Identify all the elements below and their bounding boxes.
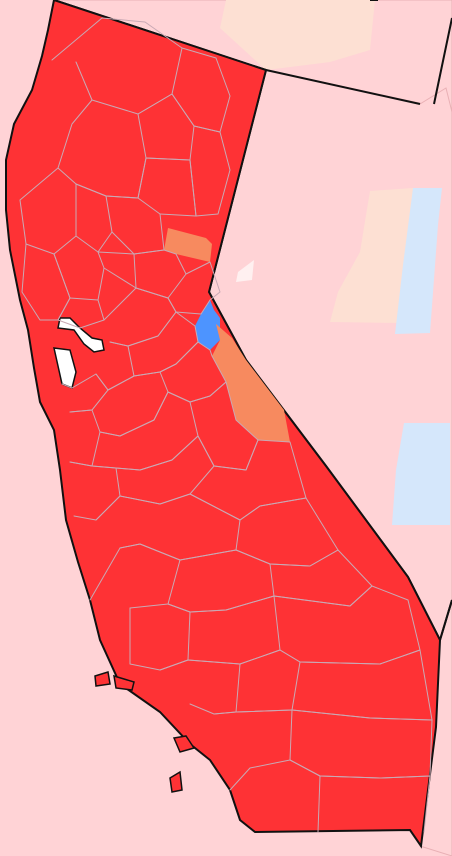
nevada-light-blue-patch [395, 188, 442, 334]
county-boundaries [19, 17, 433, 833]
nevada-light-peach-patch [330, 188, 413, 323]
island-4 [169, 770, 183, 793]
nevada-south-light-blue-patch [392, 423, 450, 525]
island-2 [113, 674, 135, 691]
alpine-blue-county [195, 300, 220, 350]
eastern-peach-corridor [212, 324, 290, 442]
island-1 [94, 671, 111, 687]
island-3 [172, 735, 196, 753]
california-state [5, 0, 442, 849]
state-border-north [370, 0, 452, 105]
channel-islands [94, 671, 196, 793]
oregon-light-peach-patch [220, 0, 375, 70]
nevada-small-light-patch [236, 260, 254, 282]
state-border-az [439, 599, 452, 641]
